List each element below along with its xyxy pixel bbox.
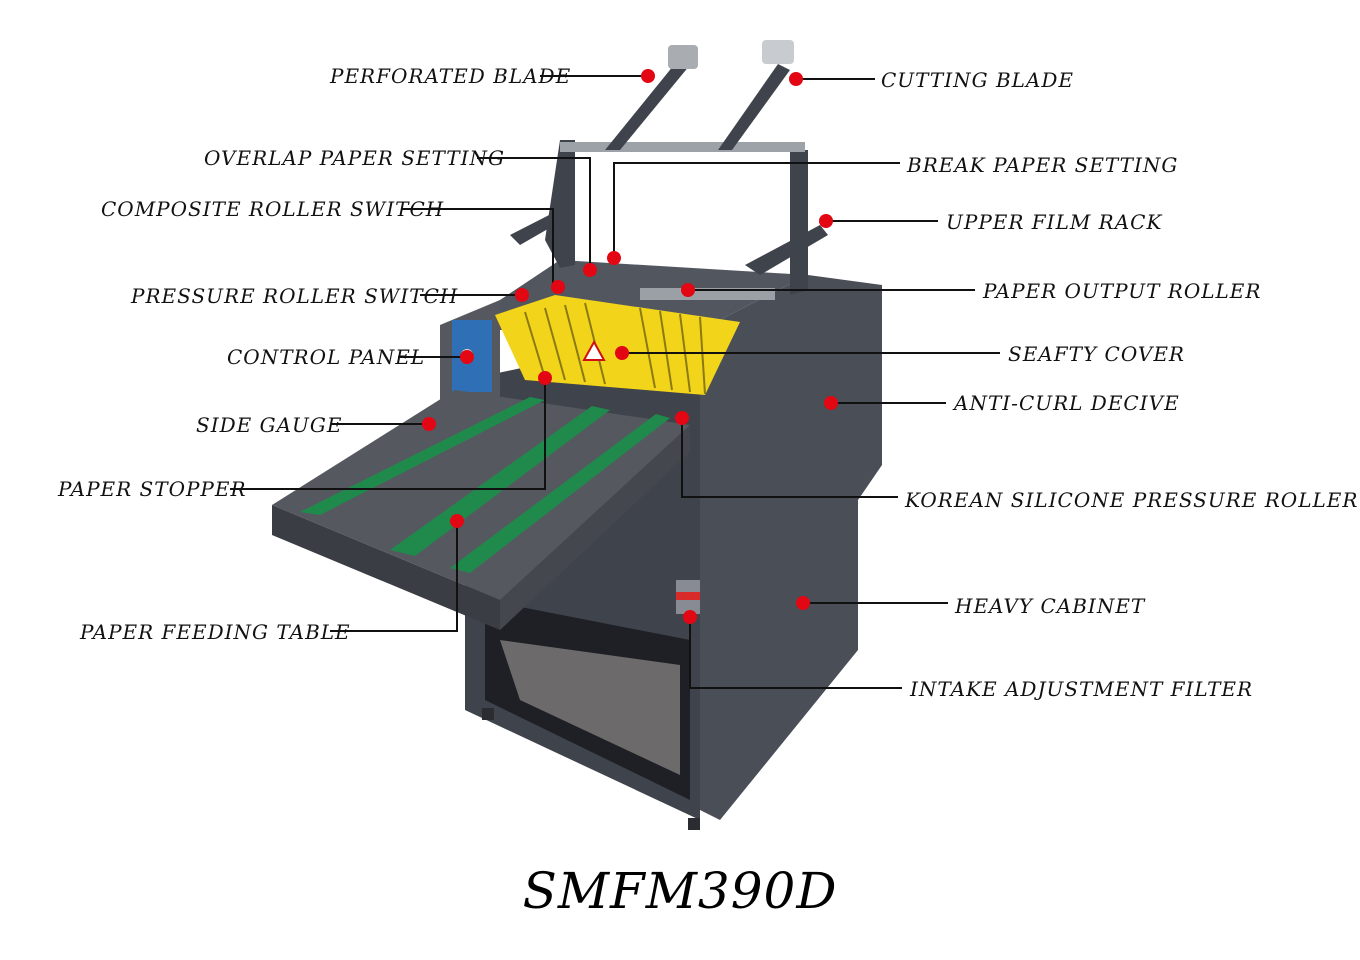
foot-left bbox=[482, 708, 494, 720]
label-korean-silicone-pressure-roller: KOREAN SILICONE PRESSURE ROLLER bbox=[905, 488, 1359, 512]
leader-paper-feeding-table bbox=[330, 521, 458, 632]
label-overlap-paper-setting: OVERLAP PAPER SETTING bbox=[204, 146, 505, 170]
marker-paper-stopper bbox=[538, 371, 552, 385]
feed-belt-1 bbox=[300, 397, 545, 515]
marker-intake-adjustment-filter bbox=[683, 610, 697, 624]
feeding-table-edge bbox=[272, 505, 500, 630]
marker-heavy-cabinet bbox=[796, 596, 810, 610]
film-rack-left-hook bbox=[510, 212, 560, 245]
film-rack-right bbox=[790, 150, 808, 295]
safety-cover-grille bbox=[524, 302, 706, 395]
intake-filter-cap bbox=[676, 592, 700, 600]
perforated-blade-arm bbox=[605, 60, 690, 150]
label-break-paper-setting: BREAK PAPER SETTING bbox=[907, 153, 1179, 177]
leader-intake-adjustment-filter bbox=[689, 617, 902, 689]
marker-korean-silicone-pressure-roller bbox=[675, 411, 689, 425]
cutting-blade-arm bbox=[718, 64, 790, 150]
cabinet-side bbox=[700, 275, 882, 820]
feeding-table-end bbox=[500, 425, 690, 630]
marker-control-panel bbox=[460, 350, 474, 364]
marker-seafty-cover bbox=[615, 346, 629, 360]
label-heavy-cabinet: HEAVY CABINET bbox=[955, 594, 1146, 618]
label-intake-adjustment-filter: INTAKE ADJUSTMENT FILTER bbox=[910, 677, 1254, 701]
marker-cutting-blade bbox=[789, 72, 803, 86]
blade-shaft bbox=[560, 142, 805, 152]
leader-composite-roller-switch bbox=[402, 208, 554, 287]
feed-belt-3 bbox=[450, 414, 670, 573]
marker-side-gauge bbox=[422, 417, 436, 431]
perforated-blade-weight bbox=[668, 45, 698, 69]
label-composite-roller-switch: COMPOSITE ROLLER SWITCH bbox=[101, 197, 445, 221]
callout-markers bbox=[422, 69, 838, 624]
leader-paper-stopper bbox=[230, 378, 546, 490]
marker-paper-feeding-table bbox=[450, 514, 464, 528]
cutting-blade-weight bbox=[762, 40, 794, 64]
marker-pressure-roller-switch bbox=[515, 288, 529, 302]
label-side-gauge: SIDE GAUGE bbox=[196, 413, 343, 437]
feed-belt-2 bbox=[390, 406, 610, 556]
warning-sign bbox=[582, 339, 606, 361]
label-seafty-cover: SEAFTY COVER bbox=[1008, 342, 1185, 366]
marker-paper-output-roller bbox=[681, 283, 695, 297]
marker-perforated-blade bbox=[641, 69, 655, 83]
marker-upper-film-rack bbox=[819, 214, 833, 228]
label-paper-feeding-table: PAPER FEEDING TABLE bbox=[80, 620, 351, 644]
film-rack-right-hook bbox=[745, 225, 828, 275]
safety-cover-body bbox=[495, 295, 740, 395]
label-cutting-blade: CUTTING BLADE bbox=[881, 68, 1074, 92]
label-pressure-roller-switch: PRESSURE ROLLER SWITCH bbox=[131, 284, 459, 308]
marker-overlap-paper-setting bbox=[583, 263, 597, 277]
model-title: SMFM390D bbox=[522, 862, 838, 920]
stored-rolls bbox=[500, 640, 680, 775]
marker-composite-roller-switch bbox=[551, 280, 565, 294]
marker-break-paper-setting bbox=[607, 251, 621, 265]
leader-break-paper-setting bbox=[613, 162, 900, 258]
label-control-panel: CONTROL PANEL bbox=[227, 345, 426, 369]
foot-right bbox=[688, 818, 700, 830]
label-paper-output-roller: PAPER OUTPUT ROLLER bbox=[983, 279, 1262, 303]
leader-korean-silicone-pressure-roller bbox=[681, 418, 898, 498]
label-perforated-blade: PERFORATED BLADE bbox=[330, 64, 572, 88]
marker-anti-curl-decive bbox=[824, 396, 838, 410]
label-paper-stopper: PAPER STOPPER bbox=[58, 477, 247, 501]
label-anti-curl-decive: ANTI-CURL DECIVE bbox=[954, 391, 1180, 415]
label-upper-film-rack: UPPER FILM RACK bbox=[946, 210, 1163, 234]
leader-overlap-paper-setting bbox=[477, 157, 591, 270]
